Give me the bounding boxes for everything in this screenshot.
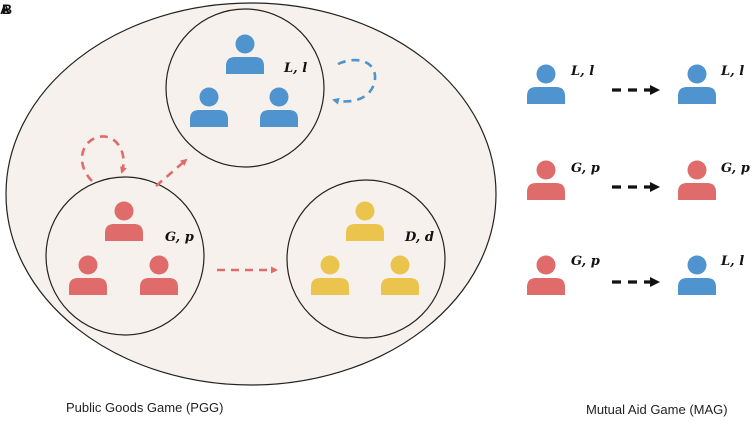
mag-row3-to-label: L, l (720, 254, 744, 269)
loners-self-loop-arrow (332, 58, 377, 105)
mag-from-person-icon (527, 160, 565, 200)
mag-to-person-icon (678, 64, 716, 104)
pgg-group-circle-loners (165, 8, 325, 168)
person-icon-head (320, 255, 340, 275)
pgg-label-punishers: G, p (165, 230, 194, 245)
person-icon-head (687, 64, 707, 84)
defector-person-icon (381, 255, 419, 295)
person-icon-body (260, 110, 298, 127)
person-icon-body (527, 183, 565, 200)
person-icon-body (69, 278, 107, 295)
pgg-caption: Public Goods Game (PGG) (66, 400, 224, 415)
mag-row2-from-label: G, p (571, 161, 600, 176)
person-icon-head (149, 255, 169, 275)
person-icon-body (140, 278, 178, 295)
punisher-person-icon (69, 255, 107, 295)
pgg-group-circle-punishers (45, 176, 205, 336)
panel-label-b: B (2, 1, 12, 17)
panel-label-a: A (0, 1, 10, 17)
person-icon-body (226, 57, 264, 74)
pgg-label-defectors: D, d (404, 230, 434, 245)
defector-person-icon (311, 255, 349, 295)
person-icon-body (527, 278, 565, 295)
mag-row1-to-label: L, l (720, 64, 744, 79)
mag-to-person-icon (678, 160, 716, 200)
person-icon-head (536, 255, 556, 275)
mag-row1-from-label: L, l (570, 64, 594, 79)
person-icon-body (190, 110, 228, 127)
person-icon-body (527, 87, 565, 104)
person-icon-body (678, 183, 716, 200)
person-icon-body (105, 224, 143, 241)
person-icon-head (536, 160, 556, 180)
mag-from-person-icon (527, 64, 565, 104)
person-icon-body (678, 278, 716, 295)
person-icon-head (536, 64, 556, 84)
person-icon-head (390, 255, 410, 275)
person-icon-head (355, 201, 375, 221)
person-icon-head (235, 34, 255, 54)
person-icons-layer (69, 34, 716, 295)
mag-from-person-icon (527, 255, 565, 295)
loner-person-icon (190, 87, 228, 127)
person-icon-body (346, 224, 384, 241)
punisher-person-icon (105, 201, 143, 241)
punisher-person-icon (140, 255, 178, 295)
punishers-self-loop-arrow (80, 135, 127, 182)
mag-row3-from-label: G, p (571, 254, 600, 269)
loner-person-icon (260, 87, 298, 127)
person-icon-body (381, 278, 419, 295)
mag-caption: Mutual Aid Game (MAG) (586, 402, 728, 417)
person-icon-head (114, 201, 134, 221)
person-icon-head (269, 87, 289, 107)
pgg-label-loners: L, l (283, 61, 307, 76)
transition-punishers-to-loners-arrow (155, 158, 188, 187)
person-icon-head (687, 160, 707, 180)
mag-row2-to-label: G, p (721, 161, 750, 176)
pgg-group-circle-defectors (286, 179, 446, 339)
person-icon-head (78, 255, 98, 275)
person-icon-head (199, 87, 219, 107)
person-icon-head (687, 255, 707, 275)
person-icon-body (678, 87, 716, 104)
person-icon-body (311, 278, 349, 295)
mag-to-person-icon (678, 255, 716, 295)
loner-person-icon (226, 34, 264, 74)
defector-person-icon (346, 201, 384, 241)
